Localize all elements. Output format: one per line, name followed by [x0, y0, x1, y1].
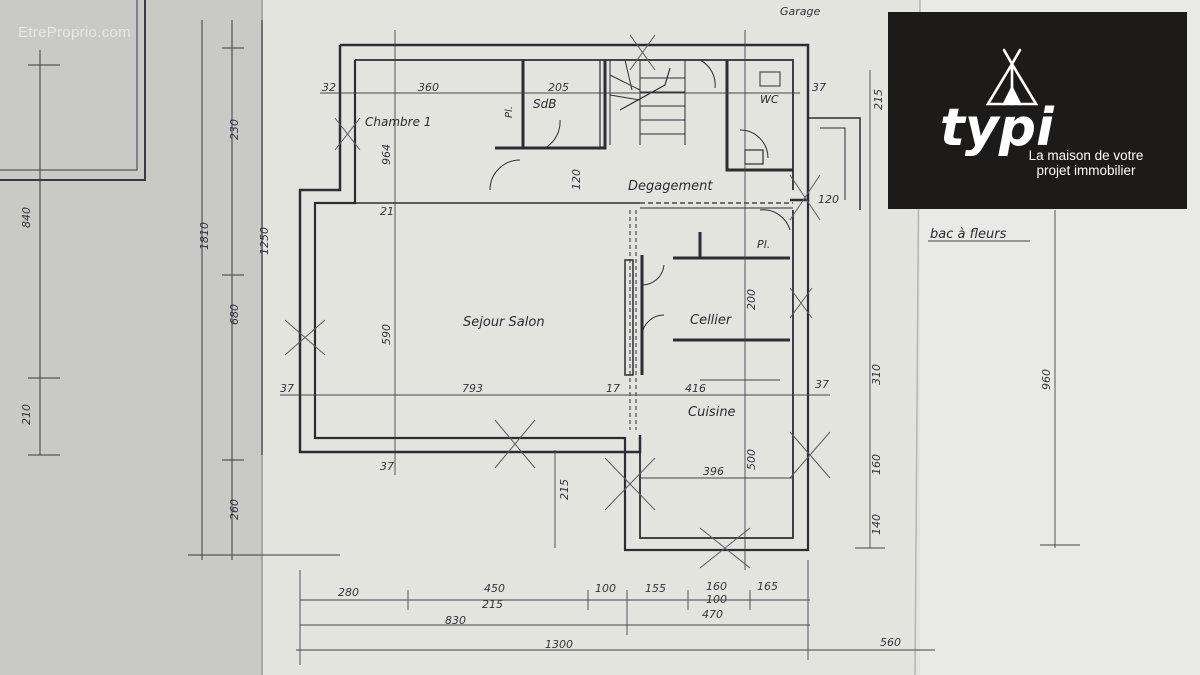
- tipi-tent-icon: typi: [940, 48, 1055, 158]
- tagline-line1: La maison de votre: [1028, 148, 1144, 163]
- dim-230: 230: [228, 119, 241, 140]
- dim-500: 500: [745, 449, 758, 470]
- dim-590: 590: [380, 324, 393, 345]
- dim-100-bottom: 100: [706, 593, 727, 606]
- house-walls: [284, 34, 861, 569]
- dim-960: 960: [1040, 369, 1053, 390]
- room-sdb: SdB: [533, 97, 556, 111]
- dim-32: 32: [322, 81, 336, 94]
- paper-left: [0, 0, 270, 675]
- room-placard-cellier: Pl.: [757, 238, 770, 251]
- dim-120: 120: [570, 169, 583, 190]
- dim-210: 210: [20, 404, 33, 425]
- dim-100: 100: [595, 582, 616, 595]
- bac-a-fleurs-label: bac à fleurs: [930, 227, 1007, 242]
- dim-1810: 1810: [198, 222, 211, 250]
- dim-140: 140: [870, 514, 883, 535]
- dim-17: 17: [606, 382, 620, 395]
- room-chambre: Chambre 1: [365, 115, 431, 129]
- dim-1250: 1250: [258, 227, 271, 255]
- dim-793: 793: [462, 382, 483, 395]
- room-degagement: Degagement: [628, 179, 713, 194]
- dim-964: 964: [380, 144, 393, 165]
- dim-155: 155: [645, 582, 666, 595]
- room-placard-sdb: Pl.: [504, 106, 515, 118]
- dim-840: 840: [20, 207, 33, 228]
- dim-120-right: 120: [818, 193, 839, 206]
- dim-160-bottom: 160: [706, 580, 727, 593]
- dim-205: 205: [548, 81, 569, 94]
- watermark: EtreProprio.com: [18, 24, 131, 41]
- dim-21: 21: [380, 205, 394, 218]
- dim-470: 470: [702, 608, 723, 621]
- dim-310: 310: [870, 364, 883, 385]
- dim-260: 260: [228, 499, 241, 520]
- dim-160: 160: [870, 454, 883, 475]
- dim-680: 680: [228, 304, 241, 325]
- dim-450: 450: [484, 582, 505, 595]
- dim-360: 360: [418, 81, 439, 94]
- dim-280: 280: [338, 586, 359, 599]
- dim-37-right: 37: [815, 378, 829, 391]
- garage-label: Garage: [780, 5, 821, 18]
- dim-37-left: 37: [280, 382, 294, 395]
- dim-37-bottom: 37: [380, 460, 394, 473]
- dim-215-right: 215: [872, 89, 885, 110]
- typi-logo: typi La maison de votre projet immobilie…: [888, 12, 1187, 209]
- paper-main: [262, 0, 922, 675]
- dim-416: 416: [685, 382, 706, 395]
- typi-brand: typi: [940, 98, 1055, 158]
- tagline-line2: projet immobilier: [1036, 163, 1136, 178]
- dim-37-top: 37: [812, 81, 826, 94]
- dimension-lines: [280, 30, 1080, 665]
- dim-215-bottom: 215: [482, 598, 503, 611]
- room-wc: WC: [760, 93, 779, 106]
- dim-560: 560: [880, 636, 901, 649]
- room-cellier: Cellier: [690, 313, 733, 328]
- dim-830: 830: [445, 614, 466, 627]
- room-sejour-salon: Sejour Salon: [463, 315, 545, 330]
- dim-215: 215: [558, 479, 571, 500]
- room-cuisine: Cuisine: [688, 405, 736, 420]
- logo-tagline: La maison de votre projet immobilier: [996, 148, 1176, 178]
- dim-165: 165: [757, 580, 778, 593]
- left-plan-fragment: [0, 0, 340, 560]
- dim-396: 396: [703, 465, 724, 478]
- dim-200: 200: [745, 289, 758, 310]
- dim-1300: 1300: [545, 638, 573, 651]
